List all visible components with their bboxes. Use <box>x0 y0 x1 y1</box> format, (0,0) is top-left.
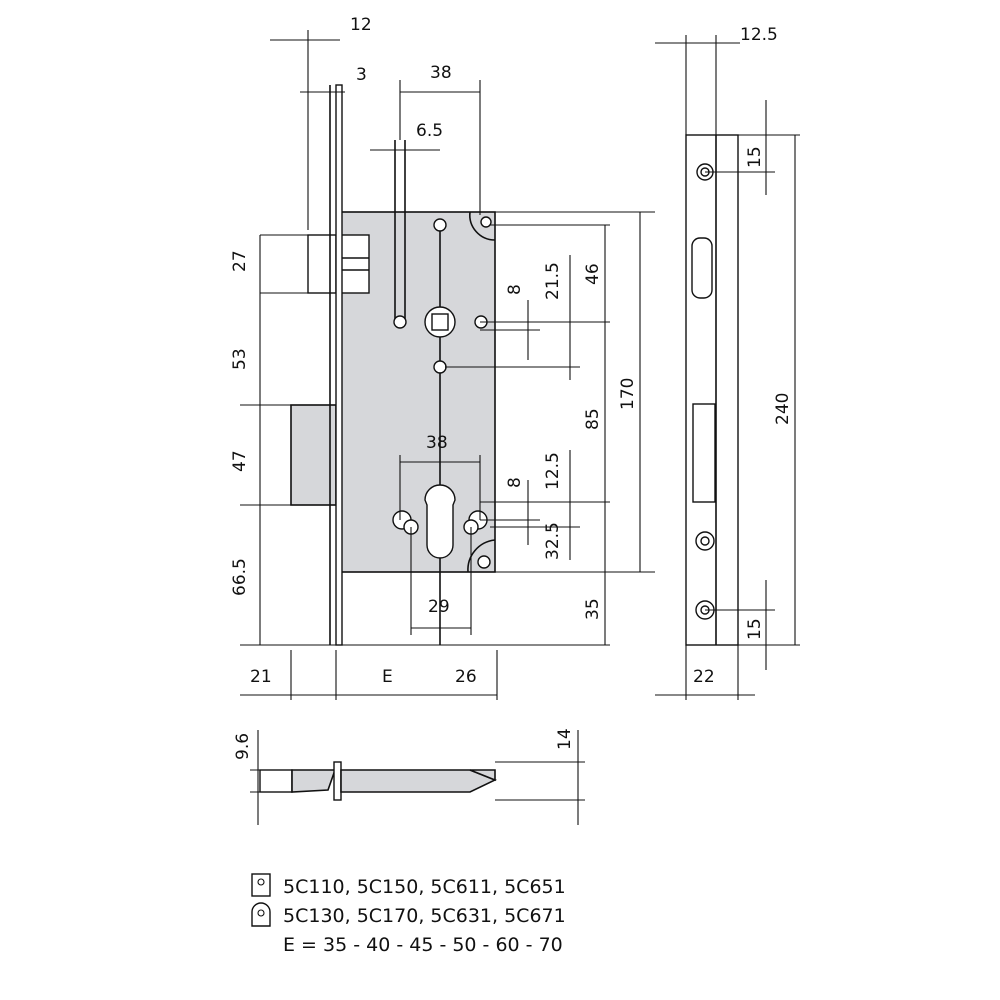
square-faceplate-icon <box>251 873 271 897</box>
legend-row-3: E = 35 - 40 - 45 - 50 - 60 - 70 <box>283 934 563 956</box>
dim-170: 170 <box>618 378 638 410</box>
dim-85: 85 <box>583 408 603 430</box>
dim-6-5: 6.5 <box>416 121 443 141</box>
dim-12-5: 12.5 <box>543 452 563 490</box>
latch-bolt <box>307 234 337 294</box>
faceplate <box>335 84 343 646</box>
lock-bottom-view <box>250 730 585 825</box>
cylinder-cutout <box>424 484 456 559</box>
dim-21: 21 <box>250 667 272 687</box>
legend-row-2: 5C130, 5C170, 5C631, 5C671 <box>283 905 566 927</box>
dim-46: 46 <box>583 263 603 285</box>
dim-8-top: 8 <box>505 284 525 295</box>
dim-29: 29 <box>428 597 450 617</box>
latch-housing <box>340 234 370 294</box>
dim-15-top: 15 <box>745 146 765 168</box>
dim-27: 27 <box>230 250 250 272</box>
dim-38-mid: 38 <box>426 433 448 453</box>
dim-66-5: 66.5 <box>230 558 250 596</box>
dim-53: 53 <box>230 348 250 370</box>
dim-22: 22 <box>693 667 715 687</box>
lock-front-view <box>240 30 655 700</box>
dim-26: 26 <box>455 667 477 687</box>
legend-row-1: 5C110, 5C150, 5C611, 5C651 <box>283 876 566 898</box>
dim-3: 3 <box>356 65 367 85</box>
dim-35: 35 <box>583 598 603 620</box>
faceplate-side-view <box>655 35 800 700</box>
deadbolt <box>290 404 337 506</box>
dim-8-bot: 8 <box>505 477 525 488</box>
dim-38-top: 38 <box>430 63 452 83</box>
dim-e: E <box>382 667 393 687</box>
dim-9-6: 9.6 <box>233 733 253 760</box>
screw-hole <box>433 218 447 232</box>
round-faceplate-icon <box>251 902 271 927</box>
dim-14: 14 <box>555 728 575 750</box>
dim-21-5: 21.5 <box>543 262 563 300</box>
legend: 5C110, 5C150, 5C611, 5C651 5C130, 5C170,… <box>251 873 566 956</box>
dim-12-5-side: 12.5 <box>740 25 778 45</box>
dim-47: 47 <box>230 450 250 472</box>
dim-32-5: 32.5 <box>543 522 563 560</box>
dim-15-bot: 15 <box>745 618 765 640</box>
dim-12: 12 <box>350 15 372 35</box>
dim-240: 240 <box>773 393 793 425</box>
